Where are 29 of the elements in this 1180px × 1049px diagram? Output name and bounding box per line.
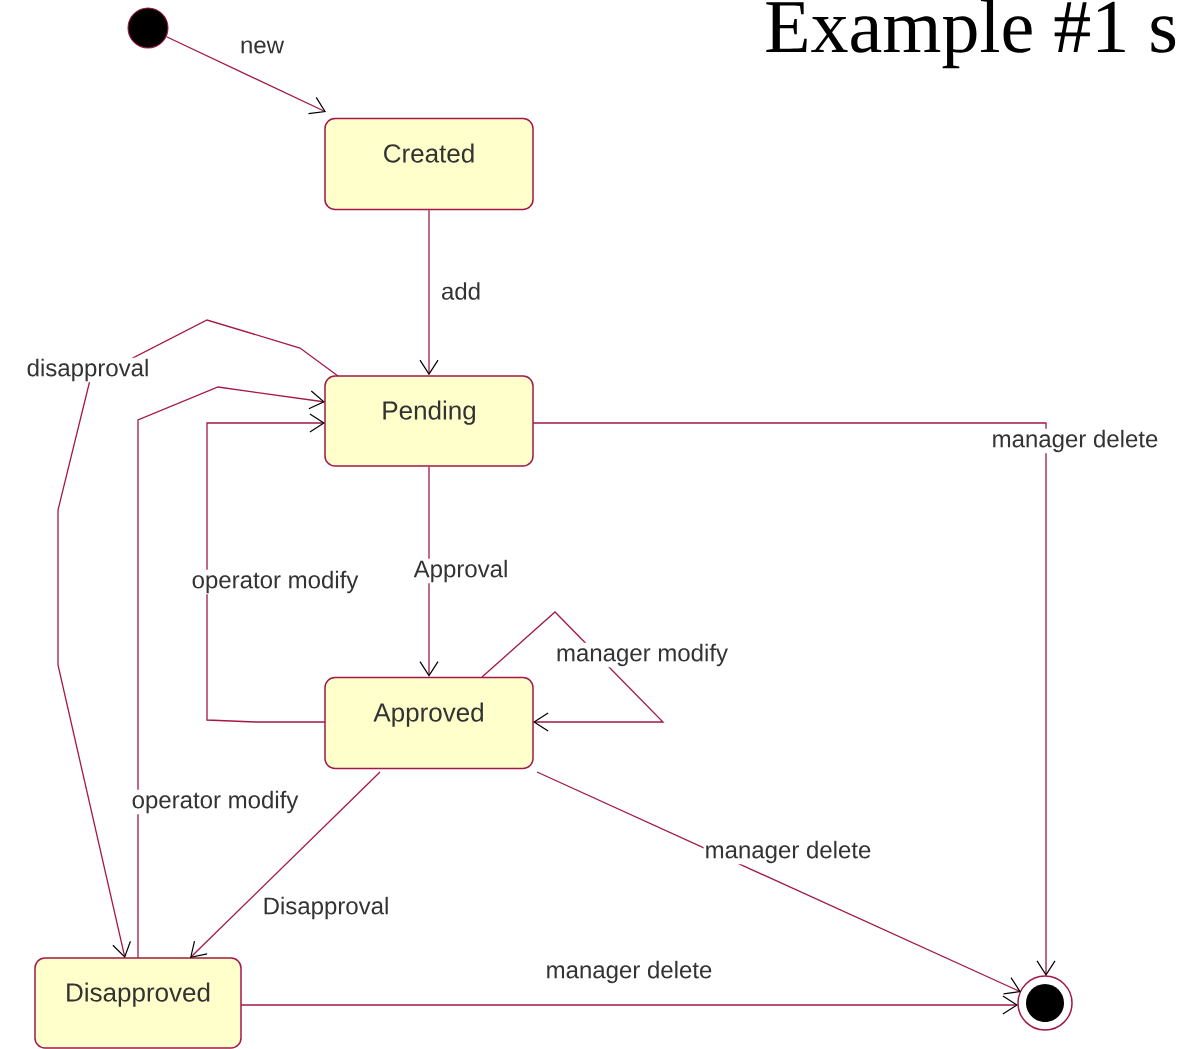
state-box: Created xyxy=(324,117,534,211)
edge-label: manager delete xyxy=(990,428,1160,454)
arrow xyxy=(206,413,326,723)
arrow xyxy=(57,319,339,958)
state-box: Approved xyxy=(324,676,534,770)
edge-label: manager delete xyxy=(703,839,873,865)
state-box: Pending xyxy=(324,375,534,467)
edge-label: operator modify xyxy=(190,569,360,595)
edge-label: add xyxy=(440,281,483,301)
arrow xyxy=(532,422,1056,976)
arrow xyxy=(481,611,665,732)
arrow xyxy=(137,386,325,959)
title: Example #1 s xyxy=(766,0,1176,69)
edge-label: operator modify xyxy=(130,789,300,815)
edge-label: Approval xyxy=(412,558,510,584)
state-box: Disapproved xyxy=(34,957,242,1049)
arrow xyxy=(240,995,1019,1015)
final-state xyxy=(1017,975,1073,1031)
edge-label: new xyxy=(239,39,285,55)
edge-label: disapproval xyxy=(25,357,151,383)
arrow xyxy=(419,466,439,677)
arrow xyxy=(190,771,381,958)
edge-label: manager modify xyxy=(554,642,730,668)
arrow xyxy=(165,36,326,115)
arrow xyxy=(536,771,1021,995)
edge-label: manager delete xyxy=(544,959,714,985)
edge-label: Disapproval xyxy=(261,895,391,921)
initial-state xyxy=(127,7,169,49)
arrow xyxy=(419,209,439,376)
